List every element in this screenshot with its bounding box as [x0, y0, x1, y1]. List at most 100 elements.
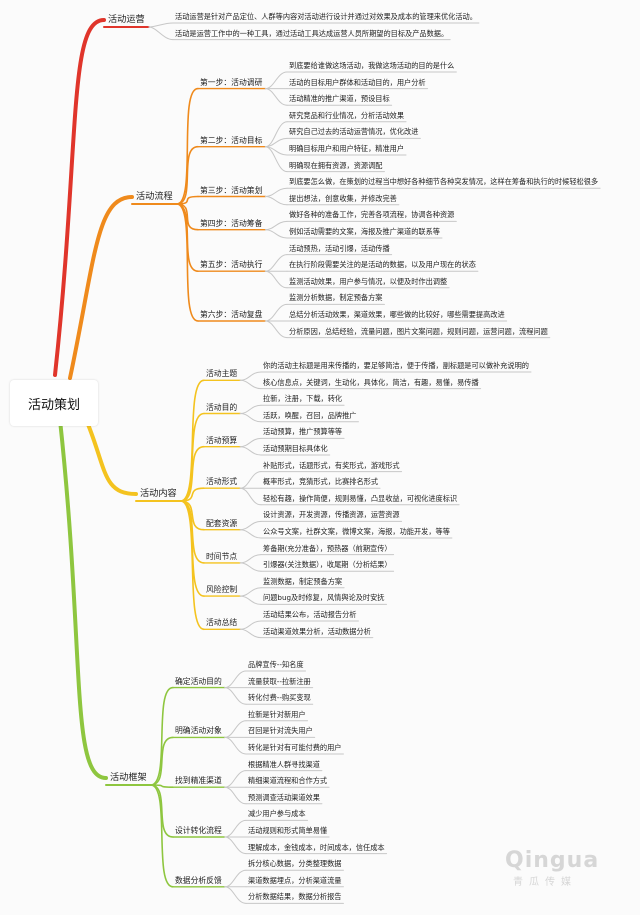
leaf-item[interactable]: 活动结果公布，活动报告分析	[263, 610, 357, 619]
connector	[68, 195, 134, 380]
sub-branch-label[interactable]: 时间节点	[206, 551, 238, 561]
leaf-item[interactable]: 分析数据结果，数据分析报告	[248, 892, 342, 902]
leaf-item[interactable]: 召回是针对流失用户	[248, 726, 313, 736]
leaf-item[interactable]: 活动运营是针对产品定位、人群等内容对活动进行设计并通过对效果及成本的管理来优化活…	[175, 12, 477, 21]
leaf-item[interactable]: 活动精准的推广渠道，预设目标	[289, 94, 390, 104]
leaf-item[interactable]: 做好各种的准备工作，完善各项流程，协调各种资源	[289, 210, 455, 220]
leaf-item[interactable]: 设计资源，开发资源，传播资源，运营资源	[263, 510, 400, 520]
sub-branch-label[interactable]: 活动形式	[206, 477, 238, 487]
leaf-item[interactable]: 减少用户参与成本	[248, 809, 306, 819]
connector	[148, 22, 174, 28]
leaf-item[interactable]: 监测分析数据，制定预备方案	[289, 293, 383, 303]
leaf-item[interactable]: 轻松有趣，操作简便，规则易懂，凸显收益，可视化进度标识	[263, 493, 458, 503]
leaf-item[interactable]: 活动渠道效果分析，活动数据分析	[263, 626, 371, 636]
leaf-item[interactable]: 筹备期(充分准备），预热器（前期宣传）	[263, 543, 392, 553]
leaf-item[interactable]: 到底要怎么做，在策划的过程当中想好各种细节各种突发情况，这样在筹备和执行的时候轻…	[289, 177, 599, 187]
leaf-item[interactable]: 活动预期目标具体化	[263, 444, 328, 453]
leaf-item[interactable]: 你的活动主标题是用来传播的，要足够简洁，便于传播，副标题是可以做补充说明的	[263, 361, 529, 370]
sub-branch-label[interactable]: 找到精准渠道	[175, 776, 222, 786]
leaf-item[interactable]: 活动是运营工作中的一种工具，通过活动工具达成运营人员所期望的目标及产品数据。	[175, 28, 449, 38]
leaf-item[interactable]: 核心信息点，关键词，生动化，具体化，简洁，有趣，易懂，易传播	[263, 377, 479, 387]
leaf-item[interactable]: 研究竞品和行业情况，分析活动效果	[289, 110, 405, 120]
connector	[264, 303, 288, 322]
connector	[239, 437, 262, 448]
connector	[264, 254, 288, 272]
leaf-item[interactable]: 活动预热，活动引爆，活动传播	[289, 243, 390, 253]
leaf-item[interactable]: 总结分析活动效果，渠道效果，哪些做的比较好，哪些需要提高改进	[289, 310, 505, 319]
leaf-item[interactable]: 品牌宣传--知名度	[248, 660, 304, 669]
leaf-item[interactable]: 转化付费--购买变现	[248, 693, 311, 703]
leaf-item[interactable]: 明确目标用户和用户特征，精准用户	[289, 144, 405, 153]
leaf-item[interactable]: 拉新是针对新用户	[248, 709, 306, 719]
root-node[interactable]: 活动策划	[10, 380, 98, 426]
sub-branch-label[interactable]: 第四步：活动筹备	[200, 218, 263, 228]
leaf-item[interactable]: 提出想法，创意收集，并修改完善	[289, 193, 397, 203]
leaf-item[interactable]: 渠道数据埋点，分析渠道流量	[248, 875, 342, 885]
branch-label[interactable]: 活动内容	[140, 488, 177, 499]
sub-branch-label[interactable]: 数据分析反馈	[175, 875, 222, 885]
leaf-item[interactable]: 预测调查活动渠道效果	[248, 792, 320, 802]
leaf-item[interactable]: 明确现在拥有资源，资源调配	[289, 160, 383, 170]
leaf-item[interactable]: 活动的目标用户群体和活动目的，用户分析	[289, 77, 426, 87]
leaf-item[interactable]: 转化是针对有可能付费的用户	[248, 743, 342, 752]
sub-branch-label[interactable]: 配套资源	[206, 518, 238, 528]
leaf-item[interactable]: 活动预算，推广预算等等	[263, 427, 343, 437]
sub-branch-label[interactable]: 明确活动对象	[175, 726, 222, 736]
leaf-item[interactable]: 理解成本，金钱成本，时间成本，信任成本	[248, 842, 385, 852]
leaf-item[interactable]: 公众号文案，社群文案，微博文案，海报，功能开发，等等	[263, 527, 450, 536]
connector	[224, 736, 247, 755]
sub-branch-label[interactable]: 活动目的	[206, 402, 238, 412]
branch-label[interactable]: 活动运营	[108, 14, 145, 25]
connector	[175, 87, 199, 205]
connector	[239, 529, 262, 539]
leaf-item[interactable]: 流量获取--拉新注册	[248, 676, 311, 686]
connector	[224, 869, 247, 888]
leaf-item[interactable]: 在执行阶段需要关注的是活动的数据，以及用户现在的状态	[289, 260, 476, 270]
sub-branch-label[interactable]: 第六步：活动复盘	[200, 310, 263, 319]
leaf-item[interactable]: 监测活动效果，用户参与情况，以便及时作出调整	[289, 276, 448, 286]
connector	[264, 270, 288, 289]
connector	[179, 445, 205, 502]
leaf-item[interactable]: 分析原因，总结经验，流量问题，图片文案问题，规则问题，运营问题，流程问题	[289, 326, 548, 336]
sub-branch-label[interactable]: 第二步：活动目标	[200, 135, 263, 145]
sub-branch-label[interactable]: 第一步：活动调研	[200, 77, 263, 87]
sub-branch-label[interactable]: 确定活动目的	[175, 676, 222, 686]
leaf-item[interactable]: 根据精准人群寻找渠道	[248, 759, 320, 769]
branch-label[interactable]: 活动流程	[136, 191, 173, 202]
leaf-item[interactable]: 活动规则和形式简单易懂	[248, 826, 328, 835]
connector	[264, 187, 288, 197]
leaf-item[interactable]: 监测数据，制定预备方案	[263, 576, 343, 586]
connector	[53, 18, 106, 377]
sub-branch-label[interactable]: 活动主题	[206, 369, 238, 379]
leaf-item[interactable]: 研究自己过去的活动运营情况，优化改进	[289, 127, 419, 137]
leaf-item[interactable]: 到底要给谁做这场活动，我做这场活动的目的是什么	[289, 61, 455, 70]
connector	[239, 487, 262, 506]
leaf-item[interactable]: 活跃，唤醒，召回，品牌推广	[263, 410, 357, 420]
connector	[239, 471, 262, 489]
connector	[239, 628, 262, 639]
sub-branch-label[interactable]: 风险控制	[206, 585, 238, 595]
sub-branch-label[interactable]: 活动总结	[206, 618, 238, 628]
connector	[179, 412, 205, 502]
sub-branch-label[interactable]: 活动预算	[206, 435, 238, 445]
connector	[239, 562, 262, 572]
connector	[179, 500, 205, 631]
leaf-item[interactable]: 精细渠道流程和合作方式	[248, 776, 328, 786]
leaf-item[interactable]: 问题bug及时修复，风情舆论及时安抚	[263, 593, 385, 603]
connector	[224, 670, 247, 689]
sub-branch-label[interactable]: 第五步：活动执行	[200, 260, 263, 270]
leaf-item[interactable]: 补贴形式，话题形式，有奖形式，游戏形式	[263, 460, 400, 470]
leaf-item[interactable]: 拉新，注册，下载，转化	[263, 394, 343, 404]
connector	[149, 736, 174, 786]
leaf-item[interactable]: 拆分核心数据，分类整理数据	[248, 859, 342, 869]
branch-label[interactable]: 活动框架	[110, 772, 147, 783]
leaf-item[interactable]: 引爆器(关注数据），收尾期（分析结果）	[263, 560, 392, 570]
connector	[264, 229, 288, 239]
sub-branch-label[interactable]: 设计转化流程	[175, 826, 222, 835]
leaf-item[interactable]: 概率形式，竞猜形式，比赛排名形式	[263, 477, 379, 487]
leaf-item[interactable]: 例如活动需要的文案，海报及推广渠道的联系等	[289, 227, 440, 236]
connector	[80, 408, 138, 496]
sub-branch-label[interactable]: 第三步：活动策划	[200, 185, 263, 195]
connector	[239, 620, 262, 630]
